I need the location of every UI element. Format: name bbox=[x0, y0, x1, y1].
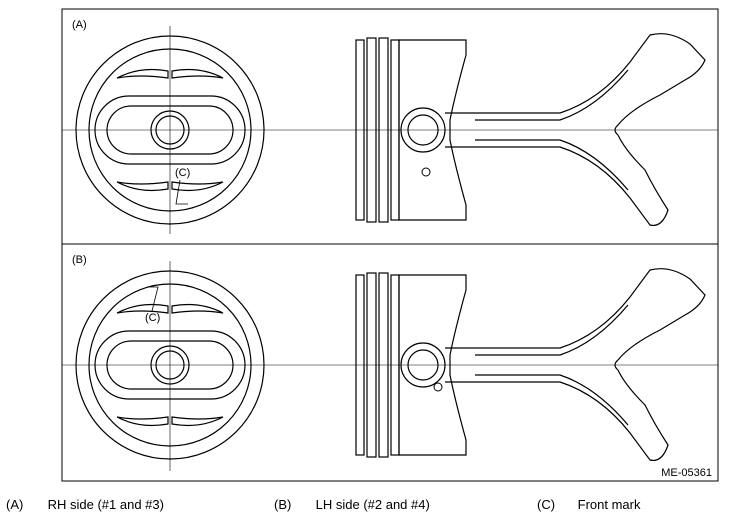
legend-key-b: (B) bbox=[274, 497, 292, 512]
legend-text-a: RH side (#1 and #3) bbox=[47, 497, 164, 512]
panel-a-connecting-rod-side-view bbox=[355, 33, 706, 227]
panel-b-oil-hole bbox=[433, 382, 443, 392]
panel-a: (A) (C) bbox=[62, 19, 718, 234]
panel-b-connecting-rod-side-view bbox=[355, 268, 706, 462]
panel-a-oil-hole bbox=[421, 167, 431, 177]
panel-b-front-mark-arrow bbox=[150, 286, 159, 312]
diagram-frame bbox=[61, 8, 719, 482]
figure-code: ME-05361 bbox=[661, 467, 712, 479]
legend-text-b: LH side (#2 and #4) bbox=[315, 497, 430, 512]
panel-a-front-mark-arrow bbox=[175, 179, 188, 205]
legend-key-a: (A) bbox=[6, 497, 24, 512]
panel-a-front-mark-label: (C) bbox=[175, 167, 190, 179]
panel-b: (B) (C) bbox=[62, 254, 718, 471]
panel-b-front-mark-label: (C) bbox=[145, 312, 160, 324]
panel-b-label: (B) bbox=[72, 254, 87, 266]
legend-key-c: (C) bbox=[537, 497, 556, 512]
panel-a-label: (A) bbox=[72, 19, 87, 31]
legend-item-c: (C) Front mark bbox=[537, 497, 640, 512]
legend-text-c: Front mark bbox=[577, 497, 641, 512]
legend-item-a: (A) RH side (#1 and #3) bbox=[6, 497, 164, 512]
legend-item-b: (B) LH side (#2 and #4) bbox=[274, 497, 430, 512]
